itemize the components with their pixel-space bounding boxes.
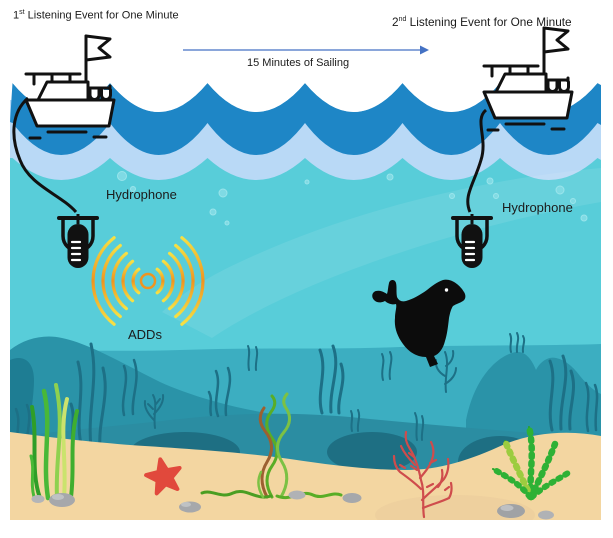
- right-hydrophone-cable: [466, 108, 488, 213]
- hydrophone-left-label: Hydrophone: [106, 187, 177, 202]
- sailing-label: 15 Minutes of Sailing: [247, 57, 350, 69]
- bubbles: [117, 171, 588, 226]
- starfish-icon: [144, 457, 182, 496]
- hydrophone-right-label: Hydrophone: [502, 200, 573, 215]
- silhouette-seaweed: [14, 332, 599, 454]
- seal-eye: [444, 288, 449, 292]
- pebbles: [31, 490, 554, 520]
- leafy-plant: [490, 423, 571, 501]
- adds-label: ADDs: [128, 327, 162, 342]
- red-coral: [392, 430, 453, 519]
- sand-shade: [375, 495, 535, 520]
- seal-icon: [372, 279, 466, 367]
- sky: [10, 0, 601, 112]
- wave-band-dark: [10, 83, 601, 155]
- wavy-plant: [200, 392, 343, 500]
- event1-label: 1st Listening Event for One Minute: [13, 9, 179, 22]
- light-ray: [162, 168, 601, 338]
- green-seaweed: [29, 383, 79, 501]
- add-sound-waves-icon: [91, 236, 205, 326]
- event2-label: 2nd Listening Event for One Minute: [392, 15, 572, 29]
- left-hydrophone-cable: [12, 96, 78, 214]
- sailing-arrow: [183, 45, 429, 55]
